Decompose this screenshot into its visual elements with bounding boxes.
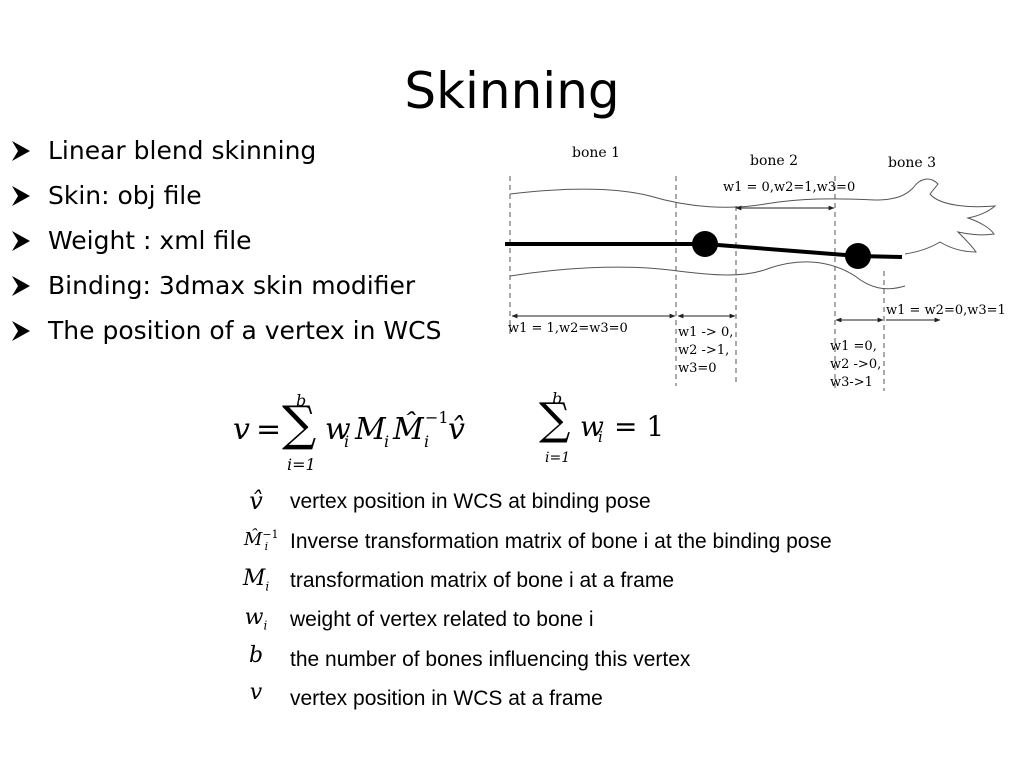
region-arrows [511,205,941,323]
legend-symbol: M [242,566,266,591]
constraint-rhs: = 1 [614,410,665,443]
arrow-bullet-icon [12,230,30,251]
bullet-text: Binding: 3dmax skin modifier [48,271,416,300]
legend-symbol-sup: −1 [262,528,279,541]
weight-label-bone1: w1 = 1,w2=w3=0 [508,321,628,336]
weight-label-transition2-b: w2 ->0, [830,357,881,372]
legend-symbol: M̂ [243,529,263,550]
formula-M: M [355,412,386,447]
bullet-text: Weight : xml file [48,226,252,255]
constraint-w: w [580,410,604,443]
bullet-item: Binding: 3dmax skin modifier [10,263,441,308]
legend-symbol: v̂ [249,487,263,515]
formula-w: w [325,412,351,447]
legend-symbol-sub: i [263,618,268,633]
formula-M-sub: i [384,432,390,451]
legend-text: weight of vertex related to bone i [290,608,594,631]
legend-text: the number of bones influencing this ver… [290,648,691,671]
formula-Mhat-sub: i [424,432,430,451]
legend-symbol-w: wi [230,605,282,632]
bullet-text: Skin: obj file [48,181,202,210]
bone-label-2: bone 2 [750,153,798,169]
bone-label-1: bone 1 [572,145,620,161]
formula-w-sub: i [344,432,350,451]
bullet-text: The position of a vertex in WCS [48,316,442,345]
sum-upper-limit: b [296,391,307,410]
bullet-text: Linear blend skinning [48,136,317,165]
legend-symbol-v: v [230,680,282,705]
constraint-lower-limit: i=1 [545,450,571,466]
sum-lower-limit: i=1 [287,455,316,474]
bone-label-3: bone 3 [888,155,936,171]
joint-2 [845,243,871,269]
legend-symbol: b [248,643,264,668]
legend-symbol: v [249,680,263,705]
legend-symbol: w [244,605,264,630]
bullet-item: Skin: obj file [10,173,441,218]
formula-equals: = [256,412,282,447]
weight-label-transition1-c: w3=0 [678,361,717,376]
bullet-item: Weight : xml file [10,218,441,263]
weight-label-bone3: w1 = w2=0,w3=1 [886,303,1006,318]
arm-outline [509,178,997,290]
weight-label-transition2-c: w3->1 [830,375,873,390]
legend-text: vertex position in WCS at a frame [290,687,603,710]
skinning-arm-diagram: bone 1 bone 2 bone 3 w1 = 0,w2=1,w3=0 w1… [505,145,1006,391]
arrow-bullet-icon [12,275,30,296]
legend-text: Inverse transformation matrix of bone i … [290,530,832,553]
joint-1 [692,231,718,257]
arrow-bullet-icon [12,320,30,341]
section-dividers [509,176,885,391]
constraint-w-sub: i [598,428,603,446]
legend-symbol-sub: i [265,579,270,594]
legend-symbol-sub: i [264,539,269,553]
constraint-sum-symbol: ∑ [539,394,571,445]
weight-label-transition2-a: w1 =0, [830,339,877,354]
bullet-list: Linear blend skinning Skin: obj file Wei… [10,128,441,353]
constraint-upper-limit: b [552,389,563,408]
formula-Mhat-sup: −1 [425,408,449,427]
arrow-bullet-icon [12,185,30,206]
formula-vhat: v̂ [448,412,465,447]
bullet-item: The position of a vertex in WCS [10,308,441,353]
formula-lhs: v [233,412,250,447]
legend-text: vertex position in WCS at binding pose [290,490,651,513]
legend-text: transformation matrix of bone i at a fra… [290,569,674,592]
sum-symbol: ∑ [282,396,317,452]
legend-symbol-m: Mi [230,566,282,593]
formula-Mhat: M̂ [393,412,424,447]
legend-symbol-mhat-inv: M̂−1i [230,528,282,553]
legend-symbol-vhat: v̂ [230,487,282,515]
weight-label-transition1-b: w2 ->1, [678,343,729,358]
weight-label-transition1-a: w1 -> 0, [678,325,733,340]
arrow-bullet-icon [12,140,30,161]
legend-symbol-b: b [230,643,282,668]
weight-label-bone2: w1 = 0,w2=1,w3=0 [723,180,855,195]
bullet-item: Linear blend skinning [10,128,441,173]
slide-title: Skinning [404,62,620,120]
